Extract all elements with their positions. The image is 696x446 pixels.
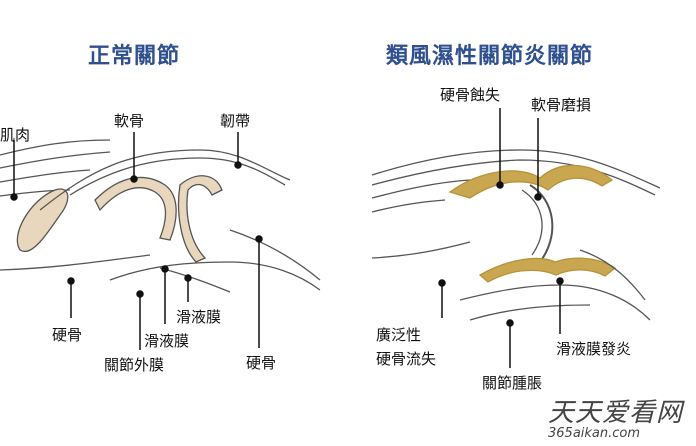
label-osteoporosis-line1: 廣泛性 [376, 326, 422, 344]
watermark-url: 365aikan.com [548, 426, 641, 441]
label-joint-swelling: 關節腫脹 [482, 374, 543, 392]
label-bone-left: 硬骨 [52, 326, 83, 344]
rheumatoid-joint-drawing [371, 149, 661, 321]
label-muscle: 肌肉 [0, 126, 31, 144]
diagram-panel: 正常關節 肌肉 軟骨 韌帶 硬骨 滑液膜 滑液膜 關節外膜 硬骨 類風濕性關節炎… [0, 44, 661, 392]
label-cartilage-wear: 軟骨磨損 [531, 96, 592, 114]
muscle-shape [16, 188, 69, 253]
right-panel-title: 類風濕性關節炎關節 [386, 44, 594, 69]
label-ligament: 韌帶 [220, 112, 251, 130]
label-osteoporosis-line2: 硬骨流失 [376, 350, 437, 368]
label-bone-right: 硬骨 [246, 354, 277, 372]
watermark-brand: 天天爱看网 [548, 398, 684, 428]
right-pointers [438, 108, 564, 368]
label-synovial-fluid: 滑液膜 [176, 308, 222, 326]
inflamed-tissue-lower [478, 257, 617, 283]
cartilage-right [177, 175, 223, 263]
left-pointers [10, 132, 263, 350]
label-bone-erosion: 硬骨蝕失 [440, 86, 501, 104]
inflamed-tissue-upper [448, 164, 614, 199]
normal-joint-drawing [0, 139, 321, 293]
label-cartilage: 軟骨 [114, 112, 145, 130]
left-panel-title: 正常關節 [88, 44, 181, 69]
label-joint-capsule: 關節外膜 [104, 356, 165, 374]
label-synovitis: 滑液膜發炎 [556, 340, 632, 358]
cartilage-left [94, 176, 177, 241]
label-synovial-membrane: 滑液膜 [144, 332, 190, 350]
